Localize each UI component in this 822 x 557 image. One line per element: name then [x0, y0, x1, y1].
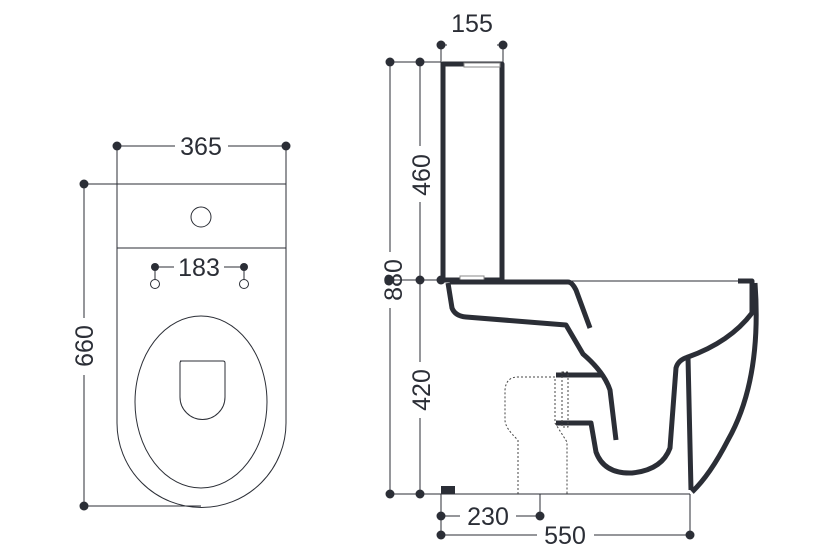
trap-lower [556, 354, 689, 476]
outlet-dotted-outline [504, 376, 568, 494]
cistern-base-plate [459, 275, 485, 281]
side-view: 155 880 460 420 [380, 10, 759, 550]
dimension-depths: 230 550 [436, 494, 695, 550]
bowl-inner-channel [445, 282, 619, 441]
dimension-tank-width: 155 [436, 10, 508, 64]
flush-button [190, 206, 212, 228]
bowl-upper-channel [450, 279, 593, 329]
dimension-bolt-spacing: 183 [151, 254, 248, 282]
cistern-lid-cap [463, 62, 501, 68]
total-depth-label: 550 [544, 522, 586, 550]
bowl-opening [179, 360, 226, 420]
outlet-connector [561, 371, 569, 428]
bolt-hole-right [239, 279, 249, 289]
outlet-distance-label: 230 [467, 503, 509, 531]
dimension-depth: 660 [71, 179, 201, 511]
top-view-outline [116, 183, 287, 508]
dimension-heights: 880 460 420 [380, 57, 446, 499]
seat-outline [134, 315, 268, 489]
bowl-rear-inner [685, 278, 755, 491]
bowl-rear-outer [690, 282, 759, 494]
top-view: 365 660 183 [71, 133, 291, 511]
total-height-label: 880 [380, 259, 408, 301]
tank-height-label: 460 [408, 154, 436, 196]
width-label: 365 [180, 133, 222, 161]
cistern [440, 61, 505, 283]
bolt-hole-left [150, 279, 160, 289]
dimension-width: 365 [112, 133, 291, 184]
bolt-spacing-label: 183 [178, 254, 220, 282]
depth-label: 660 [71, 325, 99, 367]
bowl-height-label: 420 [408, 369, 436, 411]
floor-block [441, 486, 455, 494]
tank-width-label: 155 [451, 10, 493, 38]
